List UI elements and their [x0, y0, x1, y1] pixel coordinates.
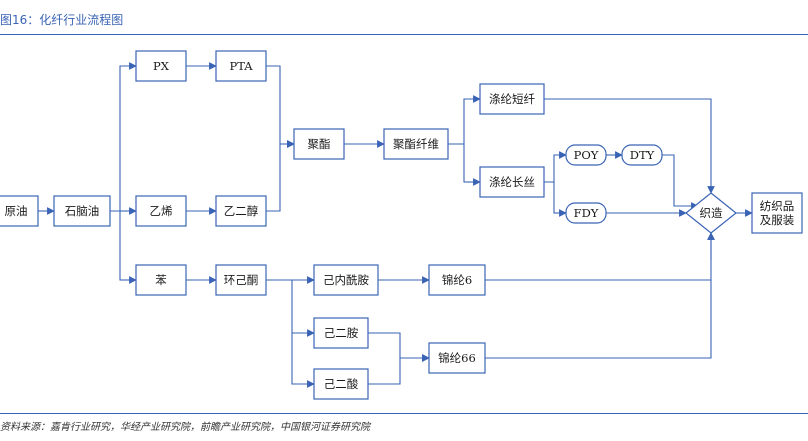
node-shape — [215, 195, 267, 227]
node-poy: POY — [565, 144, 607, 166]
edge-staple-fiber-to-weaving — [544, 98, 715, 194]
node-polyester: 聚酯 — [293, 128, 345, 160]
node-pta: PTA — [215, 50, 267, 82]
node-shape — [293, 128, 345, 160]
node-label: 乙二醇 — [224, 204, 259, 218]
node-crude-oil: 原油 — [0, 195, 39, 227]
node-naphtha: 石脑油 — [53, 195, 111, 227]
node-cyclohexanone: 环己酮 — [215, 264, 267, 296]
edge-filament-to-poy — [544, 151, 567, 183]
node-shape — [383, 128, 449, 160]
node-shape — [621, 144, 663, 166]
node-label: 涤纶短纤 — [489, 92, 535, 106]
node-nylon66: 锦纶66 — [428, 342, 486, 374]
edge-pta-to-polyester — [266, 65, 295, 148]
node-dty: DTY — [621, 144, 663, 166]
edge-cyclohexanone-to-adipic-acid — [291, 333, 314, 385]
node-shape — [751, 192, 803, 234]
node-label: POY — [574, 148, 599, 162]
node-shape — [215, 50, 267, 82]
node-fdy: FDY — [565, 202, 607, 224]
node-polyester-fiber: 聚酯纤维 — [383, 128, 449, 160]
node-ethylene-glycol: 乙二醇 — [215, 195, 267, 227]
node-label: 涤纶长丝 — [489, 175, 535, 189]
node-shape — [313, 368, 369, 400]
edge-adipic-acid-to-nylon66 — [368, 358, 401, 385]
node-shape — [53, 195, 111, 227]
node-shape — [479, 166, 545, 198]
edge-filament-to-fdy — [553, 182, 566, 214]
node-label: 乙烯 — [150, 204, 173, 218]
figure-title: 图16：化纤行业流程图 — [0, 13, 124, 27]
node-label: 纺织品 — [760, 199, 795, 213]
node-adipic-acid: 己二酸 — [313, 368, 369, 400]
edge-polyester-fiber-to-staple-fiber — [448, 95, 481, 145]
edge-ethylene-glycol-to-polyester — [266, 144, 281, 212]
title-divider — [0, 34, 808, 35]
node-shape — [565, 144, 607, 166]
node-label: 己内酰胺 — [323, 273, 369, 287]
node-label: 聚酯 — [308, 137, 331, 151]
node-filament: 涤纶长丝 — [479, 166, 545, 198]
node-shape — [428, 342, 486, 374]
node-label: PTA — [229, 59, 253, 73]
source-divider — [0, 413, 808, 414]
node-label: FDY — [574, 206, 599, 220]
node-px: PX — [135, 50, 187, 82]
node-shape — [313, 264, 379, 296]
node-shape — [135, 264, 187, 296]
node-label: 聚酯纤维 — [393, 137, 439, 151]
node-shape — [565, 202, 607, 224]
node-label: 环己酮 — [224, 273, 259, 287]
edge-polyester-fiber-to-filament — [463, 144, 480, 183]
node-label: 锦纶66 — [438, 351, 476, 365]
edge-dty-to-weaving — [662, 154, 699, 210]
node-label: DTY — [630, 148, 655, 162]
node-shape — [135, 50, 187, 82]
figure-source: 资料来源：嘉肯行业研究，华经产业研究院，前瞻产业研究院，中国银河证券研究院 — [0, 422, 370, 433]
edge-nylon66-to-weaving — [485, 280, 712, 359]
node-hexamethylenediamine: 己二胺 — [313, 317, 369, 349]
edge-nylon6-to-weaving — [485, 232, 715, 281]
node-label: 织造 — [700, 206, 723, 220]
node-shape — [685, 192, 737, 234]
node-shape — [428, 264, 486, 296]
node-shape — [0, 195, 39, 227]
node-shape — [313, 317, 369, 349]
node-shape — [479, 83, 545, 115]
node-label: 原油 — [5, 204, 28, 218]
node-label: 己二胺 — [324, 326, 359, 340]
edge-naphtha-to-benzene — [119, 211, 136, 281]
node-label: 苯 — [155, 273, 167, 287]
edge-cyclohexanone-to-hexamethylenediamine — [291, 280, 315, 337]
edge-hexamethylenediamine-to-nylon66 — [368, 332, 430, 362]
node-label: 己二酸 — [324, 377, 359, 391]
node-nylon6: 锦纶6 — [428, 264, 486, 296]
node-weaving: 织造 — [685, 192, 737, 234]
edge-naphtha-to-px — [110, 62, 137, 212]
node-shape — [135, 195, 187, 227]
node-staple-fiber: 涤纶短纤 — [479, 83, 545, 115]
node-shape — [215, 264, 267, 296]
node-label: 及服装 — [760, 213, 795, 227]
node-ethylene: 乙烯 — [135, 195, 187, 227]
node-benzene: 苯 — [135, 264, 187, 296]
node-caprolactam: 己内酰胺 — [313, 264, 379, 296]
node-label: 石脑油 — [65, 204, 100, 218]
node-label: 锦纶6 — [442, 273, 472, 287]
node-label: PX — [153, 59, 170, 73]
